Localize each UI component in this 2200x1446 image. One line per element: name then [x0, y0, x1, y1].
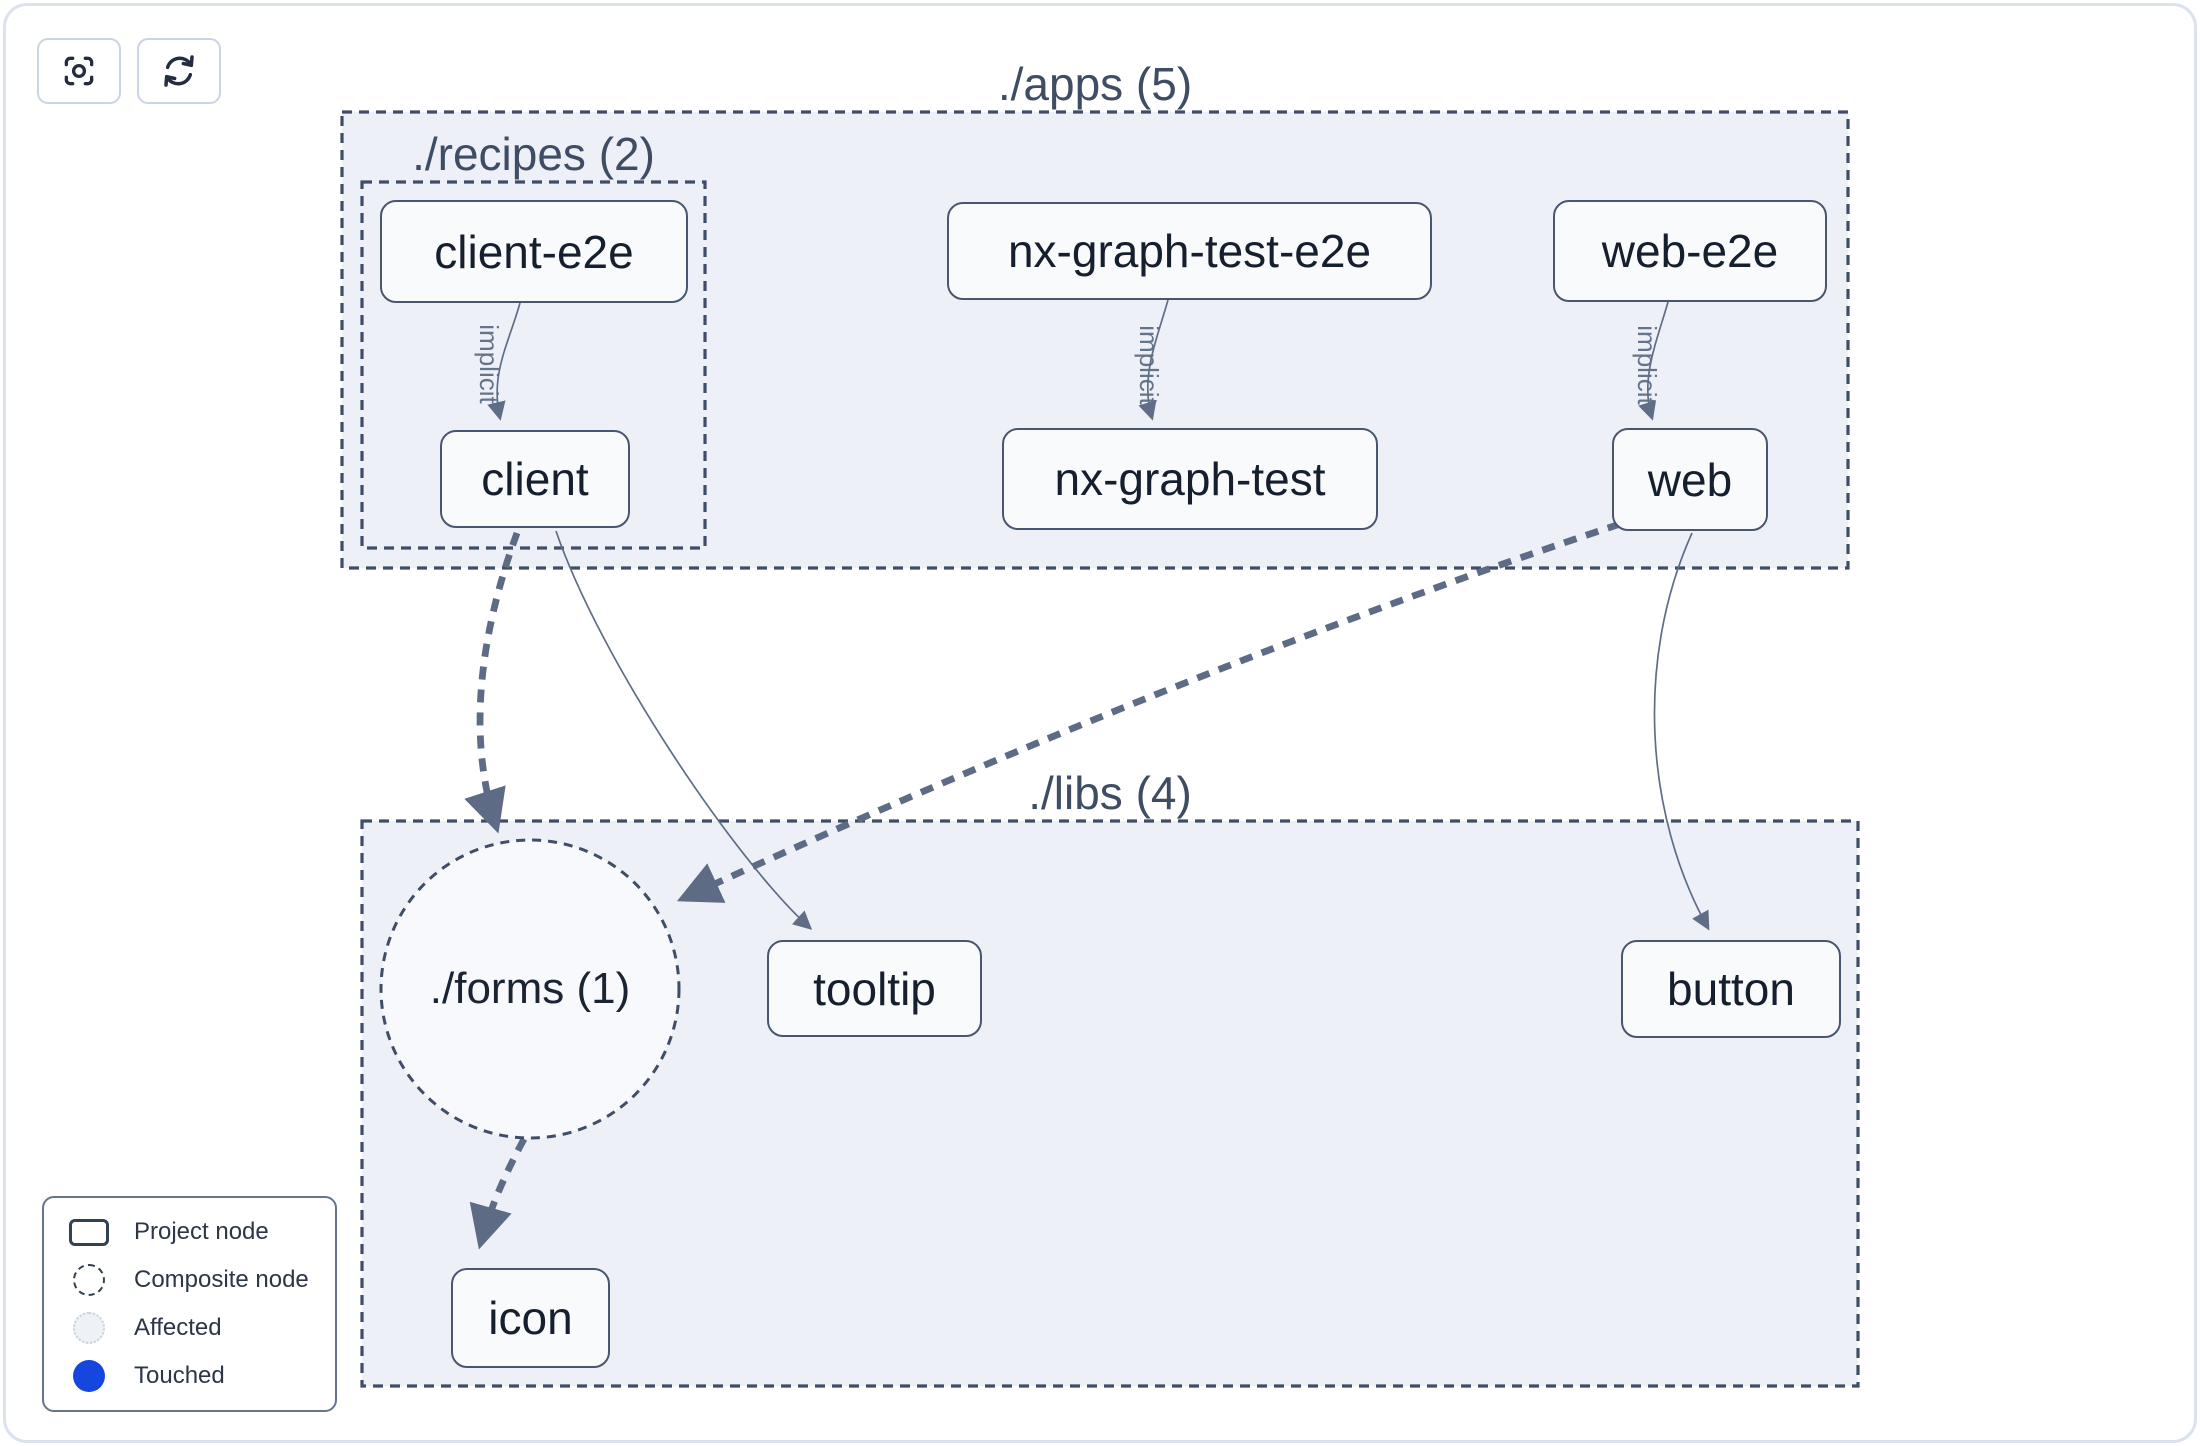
- node-icon[interactable]: icon: [451, 1268, 610, 1368]
- composite-node-forms[interactable]: [379, 838, 681, 1140]
- refresh-graph-button[interactable]: [137, 38, 221, 104]
- node-nx-graph-test-e2e[interactable]: nx-graph-test-e2e: [947, 202, 1432, 300]
- legend-item-composite-node: Composite node: [44, 1256, 335, 1304]
- legend-label: Affected: [134, 1314, 222, 1341]
- edge-client-e2e-to-client[interactable]: [487, 302, 521, 421]
- focus-crosshair-icon: [64, 56, 94, 86]
- node-nx-graph-test[interactable]: nx-graph-test: [1002, 428, 1378, 530]
- legend-label: Project node: [134, 1218, 269, 1245]
- edge-client-to-forms[interactable]: [464, 531, 521, 834]
- legend-label: Composite node: [134, 1266, 309, 1293]
- composite-node-forms-label: ./forms (1): [429, 964, 631, 1013]
- affected-swatch: [73, 1312, 105, 1344]
- graph-legend: Project node Composite node Affected Tou…: [42, 1196, 337, 1412]
- edge-label-implicit-client: implicit: [474, 324, 504, 404]
- node-client[interactable]: client: [440, 430, 630, 528]
- edge-nx-graph-test-e2e-to-nx-graph-test[interactable]: [1138, 299, 1169, 421]
- edge-forms-to-icon[interactable]: [469, 1137, 527, 1250]
- node-tooltip[interactable]: tooltip: [767, 940, 982, 1037]
- node-web[interactable]: web: [1612, 428, 1768, 531]
- group-label-recipes: ./recipes (2): [412, 128, 655, 180]
- node-web-e2e[interactable]: web-e2e: [1553, 200, 1827, 302]
- group-label-apps: ./apps (5): [997, 58, 1193, 110]
- edge-web-to-button[interactable]: [1653, 532, 1710, 931]
- legend-item-affected: Affected: [44, 1304, 335, 1352]
- refresh-icon: [164, 55, 194, 87]
- legend-item-project-node: Project node: [44, 1208, 335, 1256]
- touched-swatch: [73, 1360, 105, 1392]
- edge-client-to-tooltip[interactable]: [555, 530, 813, 930]
- composite-node-swatch: [73, 1264, 105, 1296]
- edge-web-to-forms[interactable]: [676, 520, 1622, 903]
- node-button[interactable]: button: [1621, 940, 1841, 1038]
- graph-toolbar: [37, 38, 221, 104]
- edge-web-e2e-to-web[interactable]: [1638, 301, 1669, 421]
- group-label-libs: ./libs (4): [1028, 767, 1192, 819]
- legend-item-touched: Touched: [44, 1352, 335, 1400]
- center-graph-button[interactable]: [37, 38, 121, 104]
- project-node-swatch: [69, 1218, 109, 1246]
- node-client-e2e[interactable]: client-e2e: [380, 200, 688, 303]
- legend-label: Touched: [134, 1362, 225, 1389]
